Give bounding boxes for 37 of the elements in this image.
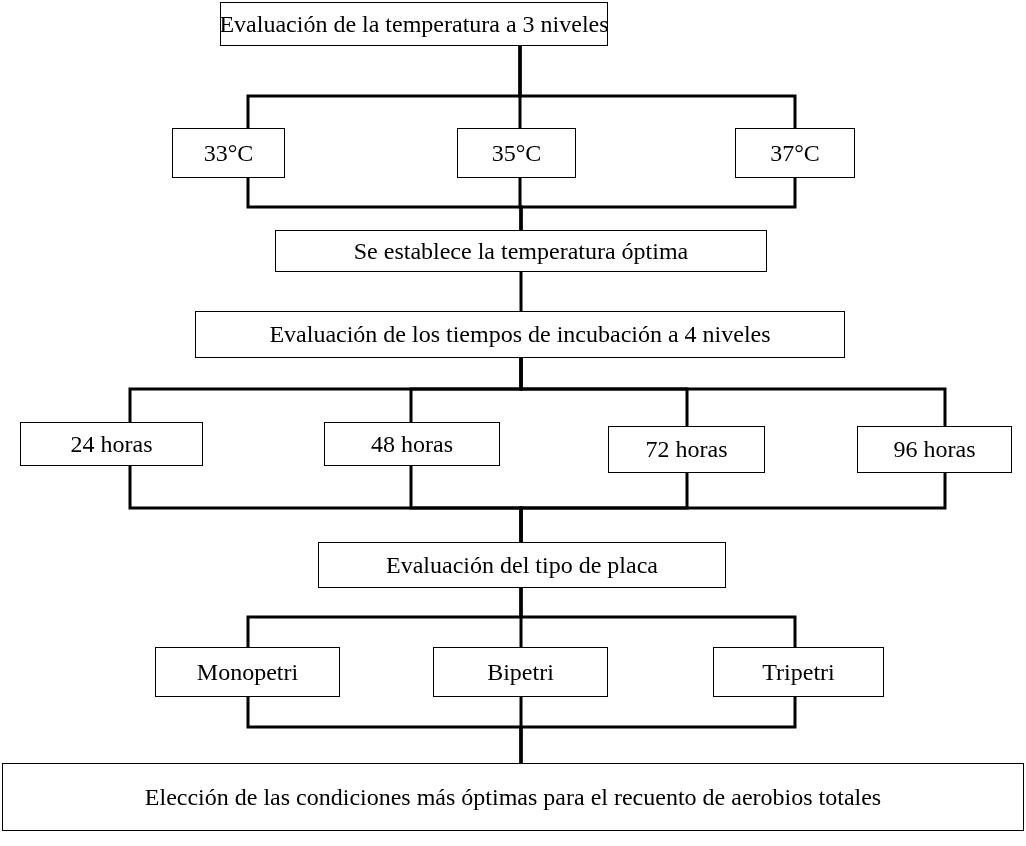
process-box	[220, 2, 608, 46]
connector-line	[519, 588, 797, 647]
box-label: 33°C	[203, 139, 254, 167]
connector-line	[519, 178, 797, 230]
box-label: Evaluación del tipo de placa	[386, 551, 658, 579]
box-label: Bipetri	[487, 658, 554, 686]
process-box	[457, 128, 576, 178]
box-label: 37°C	[770, 139, 820, 167]
process-box	[275, 230, 767, 272]
process-box	[608, 426, 765, 473]
process-box	[857, 426, 1012, 473]
process-box	[195, 311, 845, 358]
box-label: 72 horas	[645, 436, 728, 463]
box-label: Monopetri	[196, 658, 299, 686]
box-label: Se establece la temperatura óptima	[353, 237, 689, 265]
box-label: Evaluación de la temperatura a 3 niveles	[219, 10, 609, 38]
process-box	[433, 647, 608, 697]
process-box	[324, 422, 500, 466]
process-box	[20, 422, 203, 466]
process-box	[713, 647, 884, 697]
connector-line	[519, 272, 523, 311]
process-box	[2, 763, 1024, 831]
box-label: Evaluación de los tiempos de incubación a 4 niveles	[269, 321, 771, 348]
process-box	[318, 542, 726, 588]
box-label: Elección de las condiciones más óptimas para el recuento de aerobios totales	[144, 783, 882, 811]
connector-line	[519, 697, 797, 763]
process-box	[735, 128, 855, 178]
connector-line	[519, 358, 947, 426]
box-label: 24 horas	[70, 430, 153, 458]
connector-line	[519, 473, 947, 542]
box-label: 96 horas	[893, 436, 976, 463]
box-label: Tripetri	[762, 658, 835, 686]
box-label: 48 horas	[371, 430, 453, 458]
connector-line	[518, 46, 797, 128]
box-label: 35°C	[491, 139, 542, 167]
process-box	[155, 647, 340, 697]
process-box	[172, 128, 285, 178]
